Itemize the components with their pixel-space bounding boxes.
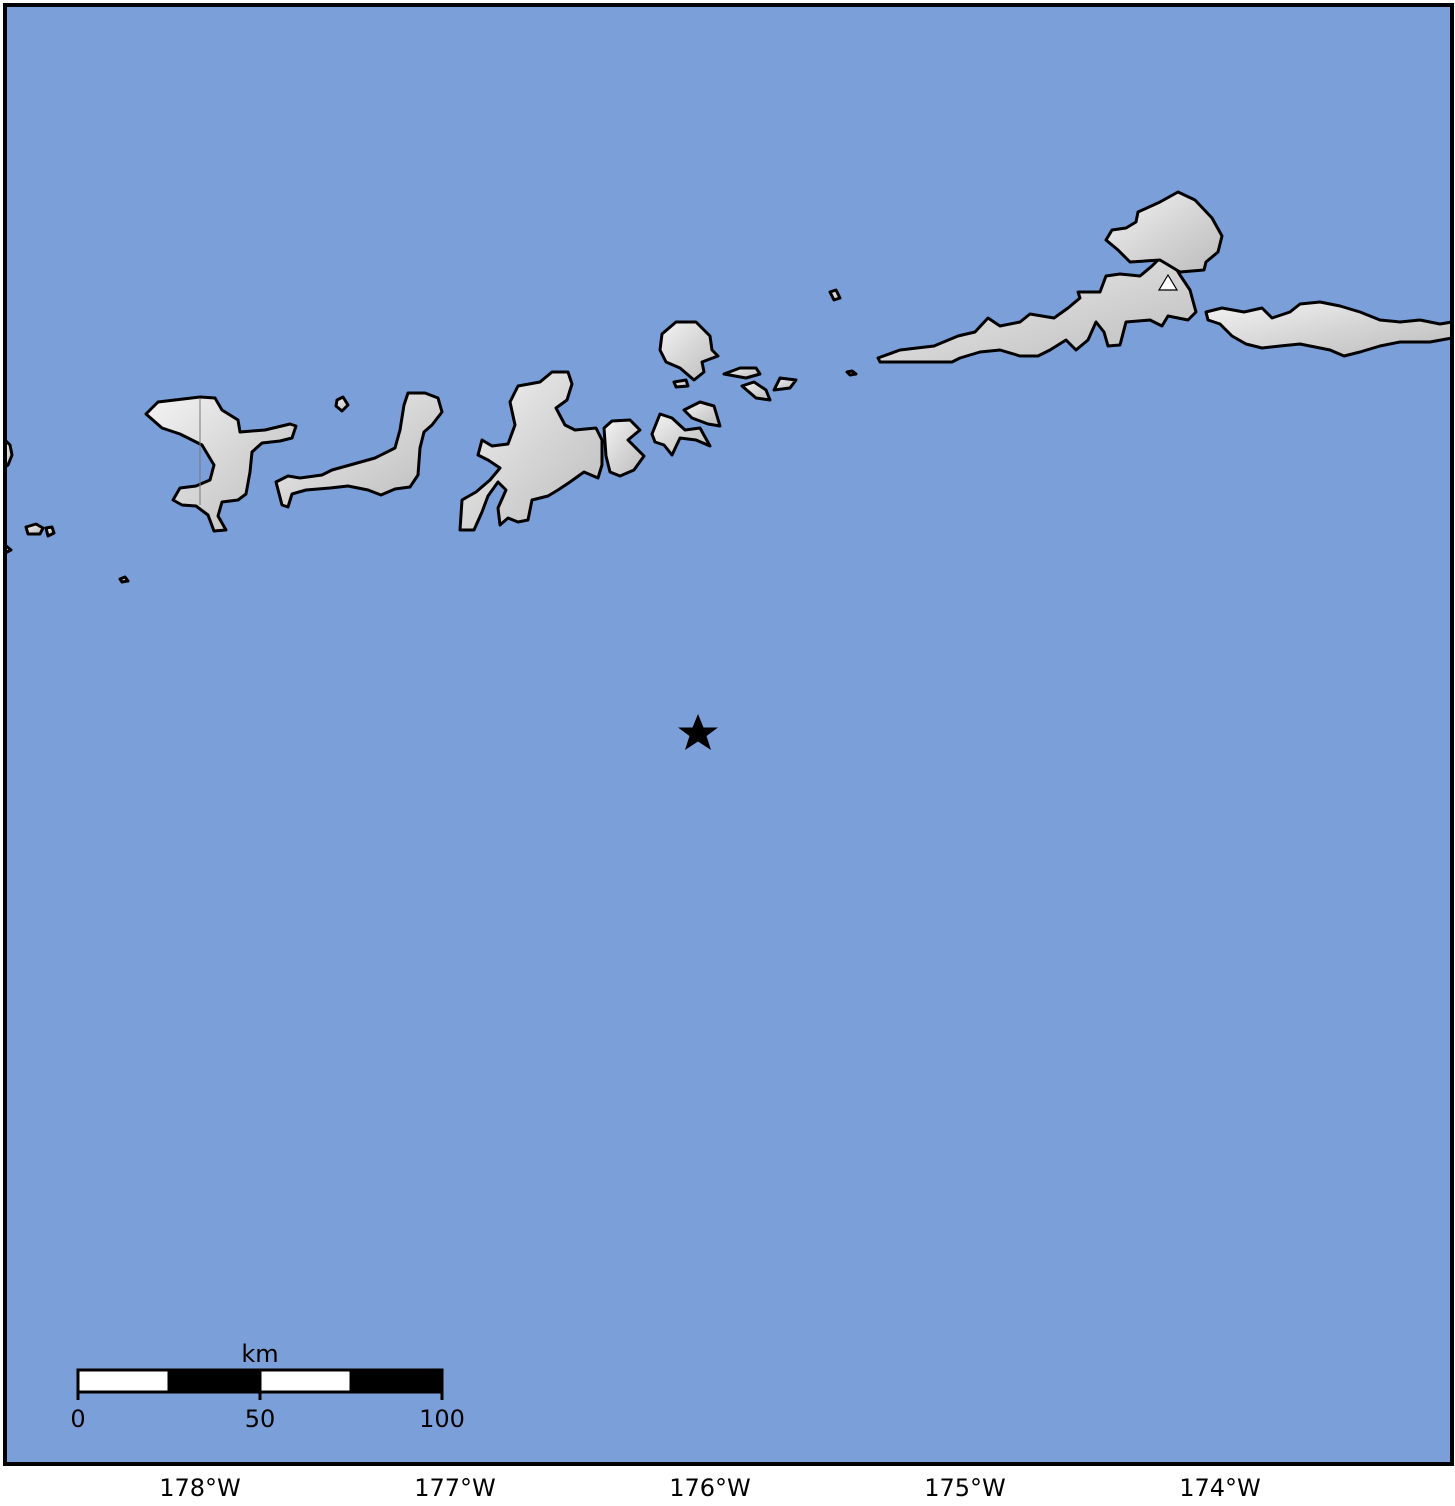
map-frame: [3, 3, 1454, 1466]
island-central-east-c: [682, 400, 722, 428]
island-round: [658, 320, 720, 382]
island-central-east-a: [602, 418, 646, 478]
lon-label-178w: 178°W: [159, 1474, 241, 1502]
island-central-west: [274, 391, 444, 509]
star-icon[interactable]: [678, 714, 718, 750]
islet-west-a: [24, 522, 45, 536]
island-west-large: [144, 395, 298, 533]
islet-row-e: [845, 369, 858, 377]
island-central-east-b: [650, 412, 712, 457]
islet-central-a: [334, 395, 350, 413]
triangle-icon[interactable]: [1157, 273, 1179, 291]
scale-label-0: 0: [70, 1405, 85, 1433]
scale-label-100: 100: [419, 1405, 465, 1433]
islet-row-b: [740, 380, 772, 402]
lon-label-174w: 174°W: [1179, 1474, 1261, 1502]
islet-west-c: [118, 575, 130, 584]
island-east-north-lobe: [1104, 190, 1224, 274]
islet-row-a: [722, 366, 762, 380]
island-chain: [3, 190, 1454, 584]
islet-west-b: [44, 525, 56, 538]
scale-seg-1: [76, 1368, 171, 1394]
scale-seg-3: [258, 1368, 353, 1394]
islet-row-c: [772, 376, 798, 392]
islet-row-d: [828, 288, 842, 302]
scale-label-50: 50: [245, 1405, 276, 1433]
scale-unit-label: km: [241, 1340, 278, 1368]
ocean-area: [5, 5, 1452, 1464]
lon-label-175w: 175°W: [924, 1474, 1006, 1502]
lon-label-177w: 177°W: [414, 1474, 496, 1502]
island-east-long: [876, 256, 1198, 364]
scale-bar: km 0 50 100: [70, 1340, 465, 1433]
scale-seg-2: [167, 1368, 262, 1394]
islet-round-south: [672, 378, 690, 389]
scale-seg-4: [349, 1368, 444, 1394]
island-central: [458, 370, 604, 532]
lon-label-176w: 176°W: [669, 1474, 751, 1502]
